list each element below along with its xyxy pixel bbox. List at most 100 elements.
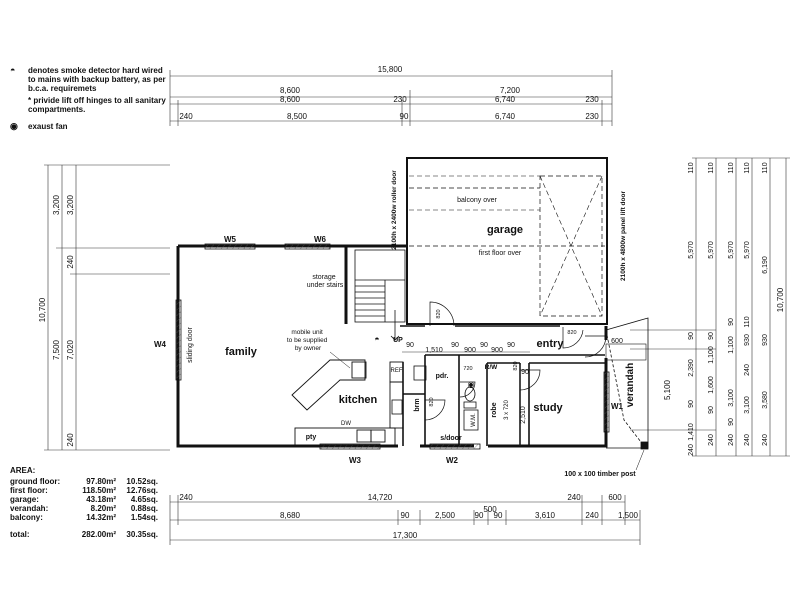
svg-text:240: 240 bbox=[708, 434, 715, 446]
stair-up-label: UP bbox=[393, 337, 403, 344]
svg-text:90: 90 bbox=[480, 342, 488, 349]
dim-top: 6,740 bbox=[495, 112, 516, 121]
right-dim-col-1: 110 5,970 90 2,390 90 1,410 240 bbox=[688, 162, 695, 456]
stairs bbox=[354, 249, 406, 341]
window-label-w1: W1 bbox=[611, 402, 624, 411]
dim-top: 240 bbox=[179, 112, 193, 121]
right-dimensions bbox=[630, 157, 790, 457]
right-dim-col-5: 110 6,190 930 3,580 240 bbox=[762, 162, 769, 446]
dim-top: 6,740 bbox=[495, 95, 516, 104]
leader-line bbox=[329, 351, 351, 369]
window-w4 bbox=[175, 299, 182, 381]
exhaust-fan-icon: ◉ bbox=[468, 380, 475, 389]
svg-text:110: 110 bbox=[688, 162, 695, 173]
svg-text:110: 110 bbox=[744, 162, 751, 173]
svg-text:5,970: 5,970 bbox=[708, 241, 715, 259]
dim-top: 230 bbox=[393, 95, 407, 104]
s-door-label: s/door bbox=[440, 435, 462, 442]
dim-bottom: 600 bbox=[608, 493, 622, 502]
storage-label: storage under stairs bbox=[307, 274, 344, 289]
room-label-family: family bbox=[225, 346, 258, 358]
dim-left: 240 bbox=[66, 433, 75, 447]
dim-bottom: 90 bbox=[475, 511, 484, 520]
door-size-label: 820 bbox=[436, 309, 442, 318]
window-w2 bbox=[429, 443, 481, 450]
room-label-brm: brm bbox=[414, 398, 421, 411]
svg-text:930: 930 bbox=[744, 334, 751, 346]
dim-left: 3,200 bbox=[66, 194, 75, 215]
svg-text:240: 240 bbox=[688, 444, 695, 456]
dim-bottom: 8,680 bbox=[280, 511, 301, 520]
svg-text:6,190: 6,190 bbox=[762, 256, 769, 274]
window-w6 bbox=[284, 243, 331, 250]
mobile-unit-line: to be supplied bbox=[287, 337, 328, 344]
dim-verandah-depth: 5,100 bbox=[663, 379, 672, 400]
svg-text:930: 930 bbox=[762, 334, 769, 346]
dim-bottom: 2,500 bbox=[435, 511, 456, 520]
leader-line bbox=[635, 449, 645, 471]
dim-top: 7,200 bbox=[500, 86, 521, 95]
exhaust-fan-text: exaust fan bbox=[28, 122, 68, 131]
svg-text:3,100: 3,100 bbox=[728, 389, 735, 407]
svg-text:90: 90 bbox=[688, 400, 695, 408]
svg-text:110: 110 bbox=[762, 162, 769, 173]
dim-left: 240 bbox=[66, 255, 75, 269]
dim-top: 8,600 bbox=[280, 95, 301, 104]
door-size-label: 820 bbox=[513, 361, 519, 370]
mobile-unit-line: by owner bbox=[295, 345, 322, 352]
svg-text:3,580: 3,580 bbox=[762, 391, 769, 409]
svg-text:5,970: 5,970 bbox=[744, 241, 751, 259]
svg-text:2,510: 2,510 bbox=[520, 406, 527, 424]
svg-text:1,410: 1,410 bbox=[688, 423, 695, 441]
window-label-w5: W5 bbox=[224, 235, 237, 244]
svg-text:90: 90 bbox=[451, 342, 459, 349]
roller-door-label: 2100h x 2400w roller door bbox=[391, 170, 398, 250]
rw-label: R/W bbox=[485, 364, 499, 371]
svg-text:900: 900 bbox=[491, 347, 503, 354]
svg-text:110: 110 bbox=[728, 162, 735, 173]
svg-text:110: 110 bbox=[708, 162, 715, 173]
dw-label: DW bbox=[341, 421, 351, 427]
svg-text:90: 90 bbox=[406, 342, 414, 349]
svg-text:110: 110 bbox=[744, 316, 751, 327]
exhaust-fan-legend: ◉ exaust fan bbox=[8, 122, 168, 132]
smoke-detector-icon: ◓ bbox=[10, 65, 16, 75]
verandah-outline bbox=[605, 317, 649, 450]
room-label-garage: garage bbox=[487, 224, 523, 236]
timber-post-label: 100 x 100 timber post bbox=[564, 471, 636, 478]
sanitary-fixtures bbox=[391, 365, 479, 431]
svg-text:90: 90 bbox=[708, 332, 715, 340]
robe-dim-label: 3 x 720 bbox=[504, 399, 510, 419]
dim-bottom: 1,500 bbox=[618, 511, 639, 520]
left-dimensions bbox=[44, 164, 170, 451]
svg-text:90: 90 bbox=[507, 342, 515, 349]
storage-label-line: under stairs bbox=[307, 282, 344, 289]
ref-label: REF. bbox=[390, 368, 403, 374]
first-floor-over-label: first floor over bbox=[479, 250, 522, 257]
right-dim-col-4: 110 5,970 110 930 240 3,100 240 bbox=[744, 162, 751, 446]
room-label-entry: entry bbox=[537, 338, 565, 350]
door-size-label: 820 bbox=[429, 397, 435, 406]
dim-bottom: 3,610 bbox=[535, 511, 556, 520]
dim-top: 230 bbox=[585, 112, 599, 121]
dim-bottom: 14,720 bbox=[368, 493, 393, 502]
svg-text:240: 240 bbox=[762, 434, 769, 446]
svg-text:1,100: 1,100 bbox=[728, 336, 735, 354]
garage-outline bbox=[406, 157, 608, 325]
hinge-note: * privide lift off hinges to all sanitar… bbox=[28, 96, 166, 114]
window-label-w3: W3 bbox=[349, 456, 362, 465]
room-label-pdr: pdr. bbox=[436, 373, 449, 380]
interior-dimensions bbox=[402, 351, 530, 446]
room-label-pty: pty bbox=[306, 434, 317, 441]
mobile-unit-label: mobile unit to be supplied by owner bbox=[287, 329, 329, 352]
window-label-w6: W6 bbox=[314, 235, 327, 244]
top-dimensions bbox=[169, 70, 613, 126]
bottom-dimensions bbox=[169, 495, 641, 545]
svg-text:90: 90 bbox=[708, 406, 715, 414]
